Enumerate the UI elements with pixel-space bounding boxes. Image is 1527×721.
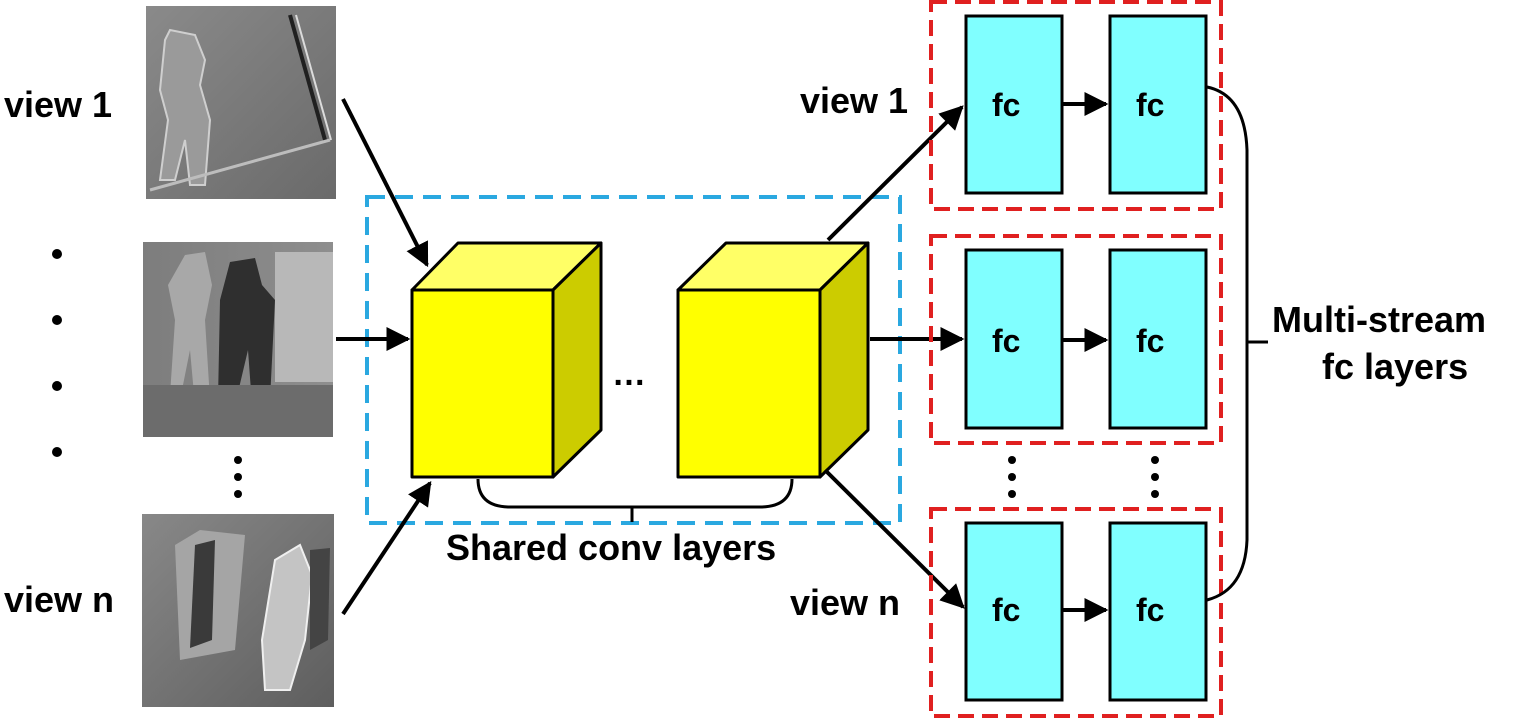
conv-cube-first: [410, 241, 603, 479]
fc-label: fc: [1136, 87, 1164, 123]
shared-conv-box: [365, 195, 902, 525]
input-arrows: [336, 98, 432, 616]
left-view-1-label: view 1: [4, 84, 112, 125]
fc-layer: [964, 521, 1064, 702]
stream-view-n: fc fc: [929, 507, 1223, 718]
stream-view-1: fc fc: [929, 0, 1223, 211]
stream-arrows: [823, 105, 965, 609]
input-image-view-2: [143, 242, 333, 437]
stream-view-1-label: view 1: [800, 80, 908, 121]
conv-cube-last: [676, 241, 870, 479]
fc-label: fc: [1136, 323, 1164, 359]
multi-stream-bracket: [1206, 85, 1268, 602]
multi-stream-caption-line1: Multi-stream: [1272, 299, 1486, 340]
fc-label: fc: [992, 323, 1020, 359]
fc-layer: [1108, 521, 1208, 702]
shared-conv-caption: Shared conv layers: [446, 527, 776, 568]
stream-view-2: fc fc: [929, 234, 1223, 445]
left-vertical-dots: [52, 249, 62, 457]
input-image-view-1: [146, 6, 336, 199]
left-view-n-label: view n: [4, 579, 114, 620]
stream-view-n-label: view n: [790, 582, 900, 623]
input-image-view-n: [142, 514, 334, 707]
conv-ellipsis: …: [612, 355, 646, 393]
fc-label: fc: [1136, 592, 1164, 628]
fc-layer: [1108, 248, 1208, 430]
image-vertical-dots: [234, 456, 242, 498]
shared-bracket: [476, 478, 794, 522]
fc-layer: [964, 14, 1064, 195]
fc-label: fc: [992, 592, 1020, 628]
stream-vertical-dots: [1008, 456, 1159, 498]
fc-layer: [1108, 14, 1208, 195]
fc-label: fc: [992, 87, 1020, 123]
multi-stream-caption-line2: fc layers: [1322, 346, 1468, 387]
